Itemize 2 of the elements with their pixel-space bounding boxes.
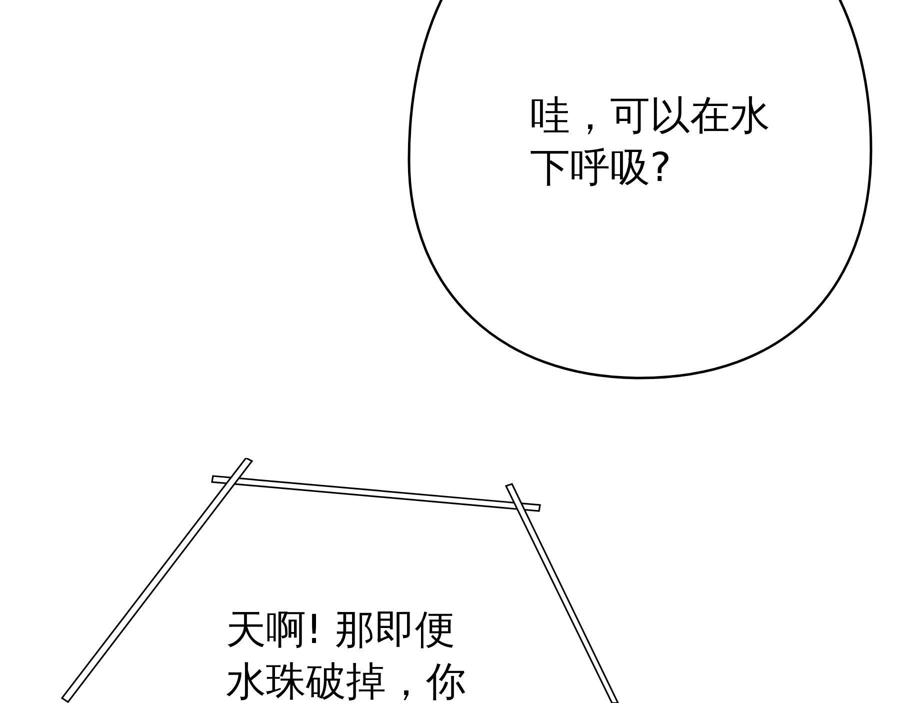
speech-text: 哇，可以在水下呼吸? xyxy=(530,92,770,193)
speech-text: 天啊! 那即便水珠破掉，你 xyxy=(226,606,467,703)
